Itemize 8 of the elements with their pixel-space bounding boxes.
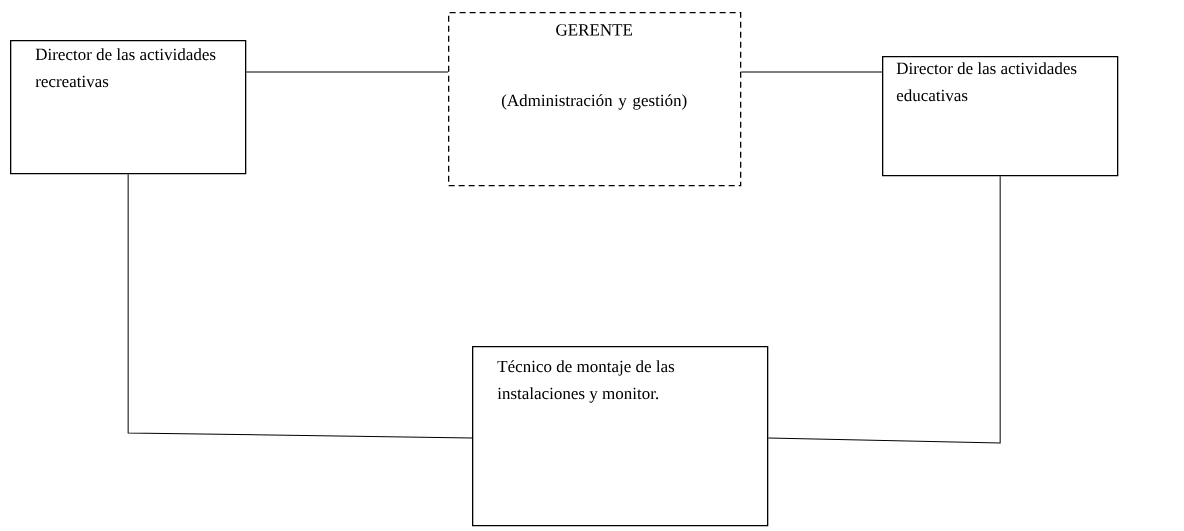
connector-line xyxy=(245,71,449,73)
connector-line xyxy=(127,173,473,439)
process-box: Técnico de montaje de las instalaciones y monitor. xyxy=(472,346,769,527)
connector-line xyxy=(767,175,1001,444)
connector-line xyxy=(740,71,883,73)
dashed-box: GERENTE (Administración y gestión) xyxy=(448,12,742,187)
process-box: Director de las actividades recreativas xyxy=(10,40,247,175)
process-box: Director de las actividades educativas xyxy=(882,56,1119,177)
